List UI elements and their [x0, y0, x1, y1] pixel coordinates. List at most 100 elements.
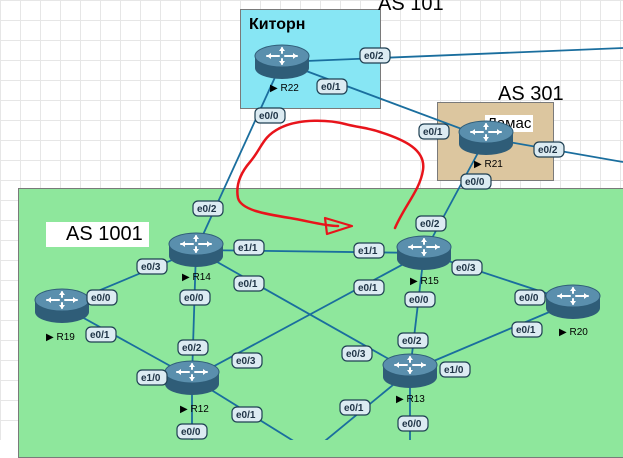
svg-text:e1/0: e1/0 — [141, 373, 161, 384]
if-label-r14-r12-b[interactable]: e0/2 — [177, 339, 209, 356]
topology-diagram: ▶ R22 ▶ R21 ▶ R14 ▶ R15 ▶ R19 ▶ R20 ▶ R1… — [34, 44, 623, 440]
svg-text:e0/1: e0/1 — [321, 82, 341, 93]
router-r14[interactable]: ▶ R14 — [168, 232, 224, 283]
link-r15-r12[interactable] — [191, 252, 425, 379]
if-label-r14-r19-a[interactable]: e0/3 — [136, 258, 168, 275]
as301-label: AS 301 — [498, 83, 564, 105]
svg-text:e0/3: e0/3 — [346, 349, 366, 360]
svg-text:e0/3: e0/3 — [236, 356, 256, 367]
if-label-r15-r13-b[interactable]: e0/2 — [397, 332, 429, 349]
if-label-r21-r15-a[interactable]: e0/0 — [460, 173, 492, 190]
svg-text:e0/1: e0/1 — [423, 127, 443, 138]
svg-text:e0/3: e0/3 — [141, 262, 161, 273]
if-label-r21-r15-b[interactable]: e0/2 — [415, 215, 447, 232]
router-r22[interactable]: ▶ R22 — [254, 44, 310, 94]
if-label-r14-r19-b[interactable]: e0/0 — [86, 289, 118, 306]
link-r14-r12[interactable] — [191, 249, 197, 379]
router-r13[interactable]: ▶ R13 — [382, 353, 438, 405]
if-label-r15-r12-b[interactable]: e0/3 — [231, 352, 263, 369]
svg-text:e0/1: e0/1 — [344, 403, 364, 414]
router-r15[interactable]: ▶ R15 — [396, 235, 452, 287]
svg-text:e0/2: e0/2 — [364, 51, 384, 62]
if-label-r15-r13-a[interactable]: e0/0 — [404, 291, 436, 308]
router-icon — [168, 232, 224, 268]
svg-text:e0/2: e0/2 — [197, 204, 217, 215]
router-icon — [458, 120, 514, 156]
link-r20-r13[interactable] — [409, 301, 574, 372]
if-label-r15-r20-b[interactable]: e0/0 — [514, 289, 546, 306]
link-r14-r13[interactable] — [195, 249, 411, 372]
link-r21-r15[interactable] — [423, 137, 487, 254]
if-label-r14-r15-b[interactable]: e1/1 — [353, 242, 385, 259]
as101-label: AS 101 — [378, 0, 444, 15]
router-r20-name: ▶ R20 — [559, 327, 588, 338]
svg-text:e1/1: e1/1 — [238, 243, 258, 254]
router-r12-name: ▶ R12 — [180, 404, 209, 415]
if-label-r14-r15-a[interactable]: e1/1 — [233, 239, 265, 256]
if-label-r19-r12-a[interactable]: e0/1 — [85, 326, 117, 343]
svg-text:e0/0: e0/0 — [91, 293, 111, 304]
router-r15-name: ▶ R15 — [410, 276, 439, 287]
router-r12[interactable]: ▶ R12 — [164, 360, 220, 415]
svg-text:e0/0: e0/0 — [519, 293, 539, 304]
interface-labels: e0/2 e0/1 e0/1 e0/0 e0/2 e0/2 e0/0 e0/2 … — [85, 47, 565, 440]
if-label-r14-r12-a[interactable]: e0/0 — [179, 289, 211, 306]
if-label-r14-r13-a[interactable]: e0/1 — [233, 275, 265, 292]
if-label-r13-offscreen-a[interactable]: e0/1 — [339, 399, 371, 416]
router-r22-name: ▶ R22 — [270, 83, 299, 94]
svg-text:e0/0: e0/0 — [465, 177, 485, 188]
svg-text:e0/2: e0/2 — [402, 336, 422, 347]
if-label-r22-r21-b[interactable]: e0/1 — [418, 123, 450, 140]
svg-text:e0/1: e0/1 — [238, 279, 258, 290]
svg-text:e0/2: e0/2 — [420, 219, 440, 230]
link-r22-r21[interactable] — [281, 61, 487, 139]
as1001-label: AS 1001 — [46, 222, 149, 247]
svg-text:e0/1: e0/1 — [90, 330, 110, 341]
if-label-r13-offscreen-b[interactable]: e0/0 — [397, 415, 429, 432]
svg-text:e0/1: e0/1 — [236, 410, 256, 421]
if-label-r15-r20-a[interactable]: e0/3 — [451, 259, 483, 276]
svg-text:e0/2: e0/2 — [538, 145, 558, 156]
routers-layer: ▶ R22 ▶ R21 ▶ R14 ▶ R15 ▶ R19 ▶ R20 ▶ R1… — [34, 44, 601, 415]
svg-text:e0/1: e0/1 — [358, 283, 378, 294]
router-icon — [396, 235, 452, 271]
link-r22-r14[interactable] — [195, 61, 283, 251]
if-label-r12-offscreen-b[interactable]: e0/0 — [176, 423, 208, 440]
svg-text:e0/0: e0/0 — [181, 427, 201, 438]
router-icon — [34, 288, 90, 324]
router-icon — [545, 284, 601, 320]
router-r13-name: ▶ R13 — [396, 394, 425, 405]
svg-text:e0/0: e0/0 — [259, 111, 279, 122]
if-label-r20-r13-a[interactable]: e0/1 — [511, 321, 543, 338]
router-r21[interactable]: ▶ R21 — [458, 120, 514, 170]
if-label-r22-offscreen[interactable]: e0/2 — [359, 47, 391, 64]
if-label-r22-r14-a[interactable]: e0/0 — [254, 107, 286, 124]
if-label-r12-offscreen-a[interactable]: e0/1 — [231, 406, 263, 423]
link-r15-r13[interactable] — [409, 252, 425, 372]
if-label-r22-r21-a[interactable]: e0/1 — [316, 78, 348, 95]
link-r22-offscreen[interactable] — [281, 47, 623, 63]
router-r19[interactable]: ▶ R19 — [34, 288, 90, 343]
svg-text:e0/0: e0/0 — [409, 295, 429, 306]
svg-text:e0/0: e0/0 — [184, 293, 204, 304]
router-r19-name: ▶ R19 — [46, 332, 75, 343]
if-label-r19-r12-b[interactable]: e1/0 — [136, 369, 168, 386]
if-label-r21-offscreen[interactable]: e0/2 — [533, 141, 565, 158]
annotation-arrowhead — [323, 216, 354, 236]
link-r14-r15[interactable] — [195, 249, 425, 254]
svg-text:e0/0: e0/0 — [402, 419, 422, 430]
svg-text:e0/2: e0/2 — [182, 343, 202, 354]
if-label-r22-r14-b[interactable]: e0/2 — [192, 200, 224, 217]
annotation-arrow — [236, 119, 425, 230]
router-r20[interactable]: ▶ R20 — [545, 284, 601, 338]
router-r21-name: ▶ R21 — [474, 159, 503, 170]
as101-sublabel: Киторн — [249, 16, 306, 33]
svg-text:e0/3: e0/3 — [456, 263, 476, 274]
router-icon — [164, 360, 220, 396]
svg-text:e1/1: e1/1 — [358, 246, 378, 257]
router-r14-name: ▶ R14 — [182, 272, 211, 283]
svg-text:e0/1: e0/1 — [516, 325, 536, 336]
if-label-r20-r13-b[interactable]: e1/0 — [439, 361, 471, 378]
if-label-r15-r12-a[interactable]: e0/1 — [353, 279, 385, 296]
if-label-r14-r13-b[interactable]: e0/3 — [341, 345, 373, 362]
